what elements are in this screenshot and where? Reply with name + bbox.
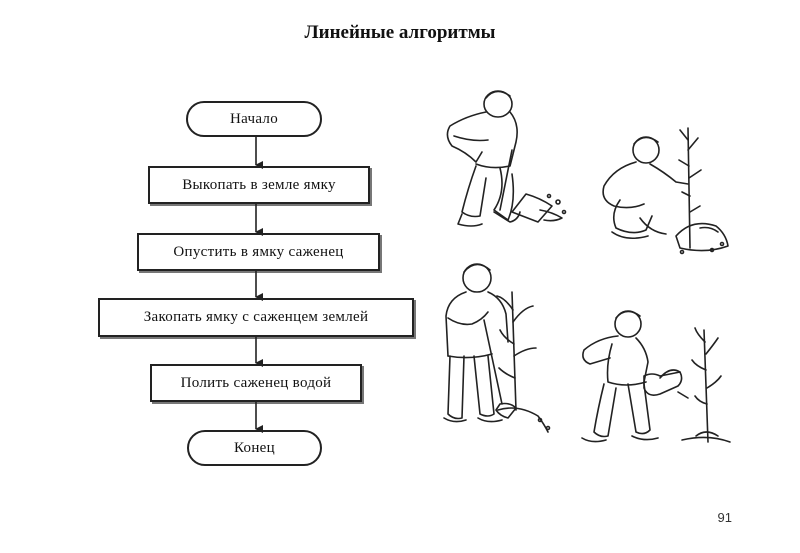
page-title: Линейные алгоритмы [304, 22, 496, 43]
placing-seedling-illustration [602, 127, 729, 255]
end-node: Конец [187, 430, 322, 466]
page-number: 91 [717, 510, 732, 525]
step-1-label: Выкопать в земле ямку [182, 176, 336, 193]
watering-seedling-illustration [581, 310, 731, 443]
end-node-label: Конец [234, 439, 275, 456]
step-4-label: Полить саженец водой [180, 374, 332, 391]
step-1-node: Выкопать в земле ямку [148, 166, 370, 204]
digging-hole-illustration [446, 90, 567, 227]
step-2-label: Опустить в ямку саженец [173, 243, 344, 260]
step-2-node: Опустить в ямку саженец [137, 233, 380, 271]
start-node-label: Начало [229, 110, 278, 127]
step-3-label: Закопать ямку с саженцем землей [143, 309, 369, 325]
burying-seedling-illustration [443, 263, 551, 433]
start-node: Начало [186, 101, 322, 137]
